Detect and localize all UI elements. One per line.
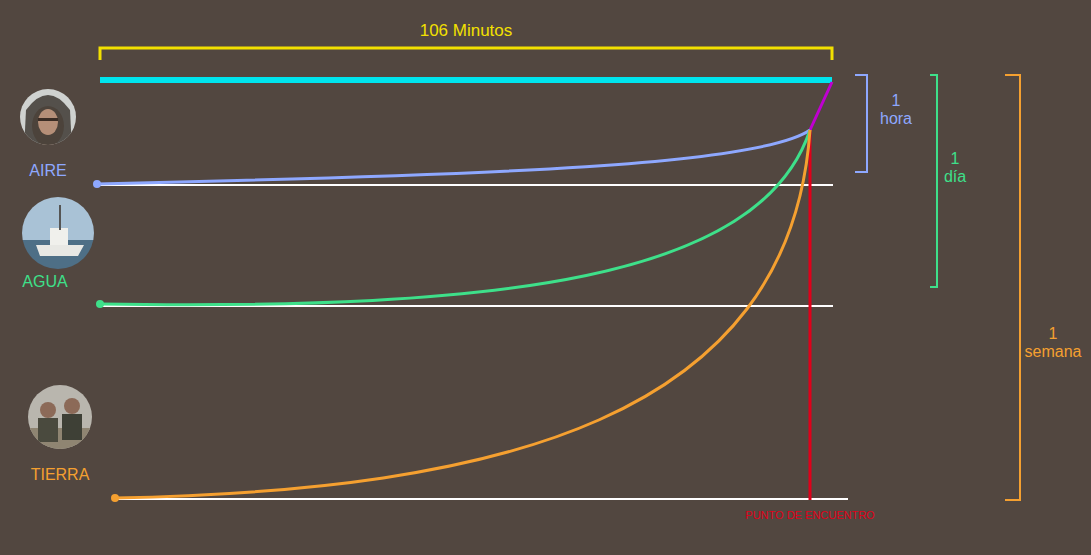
air-baseline bbox=[97, 184, 833, 186]
air-curve bbox=[97, 130, 810, 184]
water-label: AGUA bbox=[22, 273, 67, 291]
day-bracket bbox=[930, 75, 937, 287]
land-label: TIERRA bbox=[31, 466, 90, 484]
week-bracket bbox=[1005, 75, 1020, 500]
air-dot bbox=[93, 180, 101, 188]
water-curve bbox=[100, 130, 810, 305]
land-baseline bbox=[115, 498, 848, 500]
day-label: 1 día bbox=[944, 150, 966, 187]
duration-label: 106 Minutos bbox=[420, 21, 513, 41]
hour-label: 1 hora bbox=[880, 92, 912, 129]
land-dot bbox=[111, 494, 119, 502]
merge-line bbox=[810, 82, 832, 130]
hour-bracket bbox=[855, 75, 867, 172]
duration-bracket bbox=[100, 48, 832, 60]
air-label: AIRE bbox=[29, 162, 66, 180]
land-curve bbox=[115, 130, 810, 498]
meeting-point-label: PUNTO DE ENCUENTRO bbox=[745, 509, 874, 522]
land-photo bbox=[26, 383, 96, 453]
week-label: 1 semana bbox=[1025, 325, 1082, 362]
meeting-line bbox=[809, 130, 812, 500]
film-timeline bbox=[100, 77, 832, 83]
water-photo bbox=[20, 195, 100, 275]
water-dot bbox=[96, 300, 104, 308]
air-photo bbox=[18, 87, 78, 150]
